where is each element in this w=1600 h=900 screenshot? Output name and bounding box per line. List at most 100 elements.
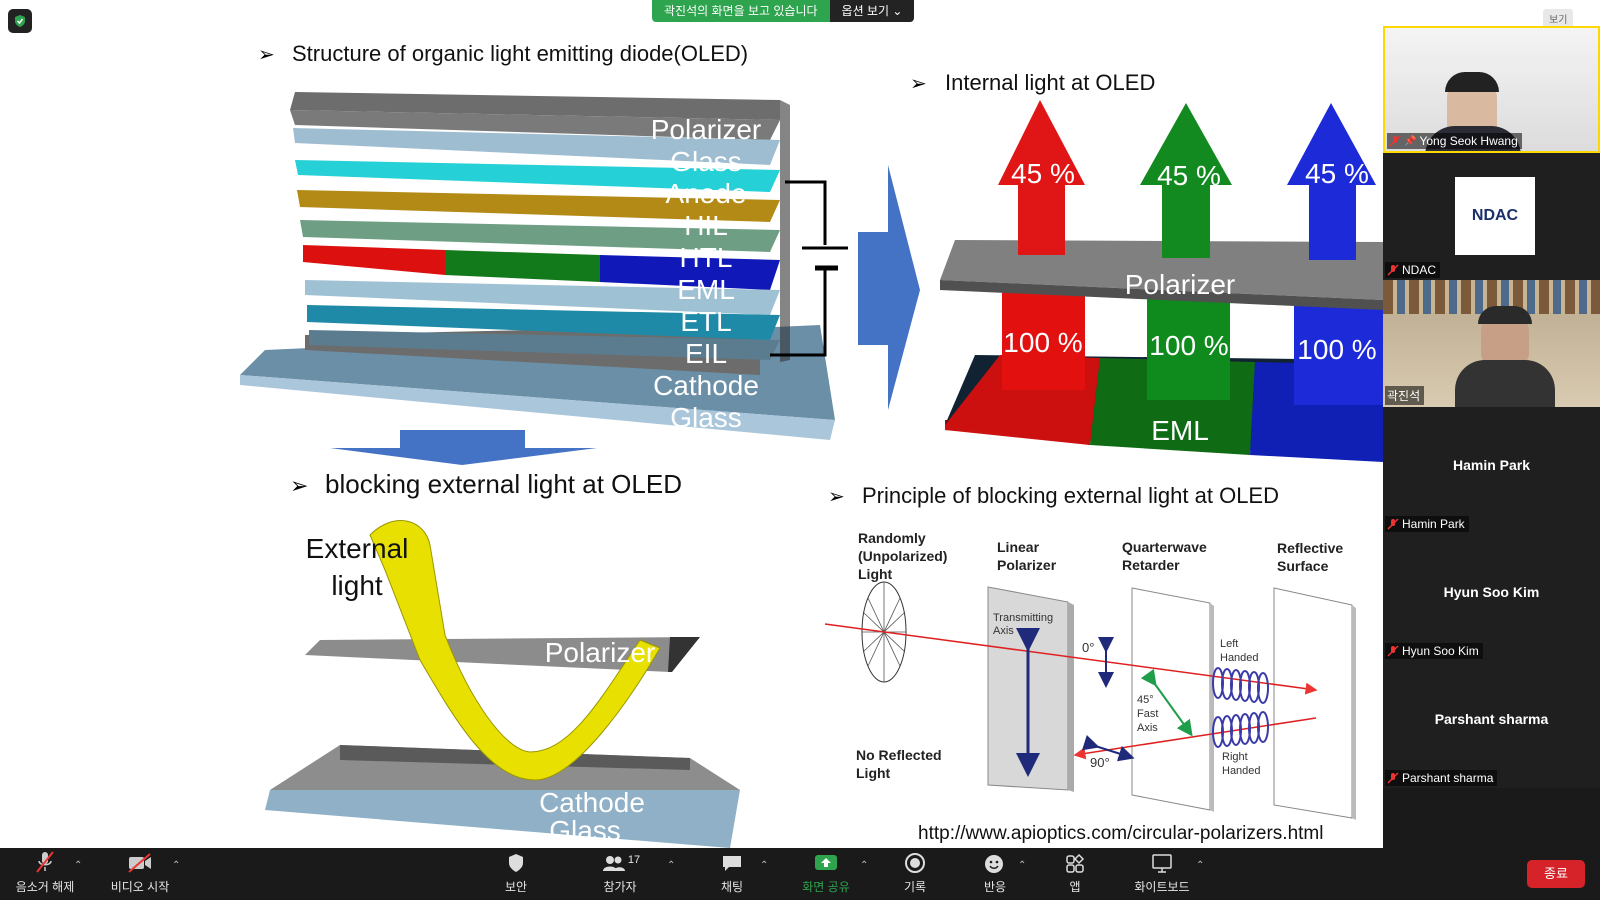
right-label: Right [1222, 751, 1248, 763]
record-label: 기록 [903, 880, 927, 894]
blocking-labels: External light Polarizer Cathode Glass [306, 533, 656, 846]
layer-label-glass: Glass [670, 146, 742, 177]
participant-name: Hyun Soo Kim [1402, 644, 1479, 658]
quarterwave-label: Quarterwave [1122, 539, 1207, 555]
principle-small-labels: Transmitting Axis Left Handed Right Hand… [993, 612, 1261, 777]
internal-eml-label: EML [1151, 415, 1209, 446]
percent-100-red: 100 % [1003, 327, 1082, 358]
polarizer-label-p: Polarizer [997, 557, 1057, 573]
linear-label: Linear [997, 539, 1040, 555]
chevron-up-icon[interactable]: ⌃ [172, 860, 181, 871]
fast-label: Fast [1137, 708, 1158, 720]
layer-label-eil: EIL [685, 338, 727, 369]
bullet-icon: ➢ [910, 73, 927, 95]
handed-left-label: Handed [1220, 652, 1259, 664]
whiteboard-icon [1152, 854, 1172, 873]
participant-tile[interactable]: NDAC NDAC [1383, 153, 1600, 280]
deg90-label: 90° [1090, 755, 1110, 770]
security-label: 보안 [504, 880, 528, 894]
share-screen-icon [815, 855, 837, 870]
chevron-up-icon[interactable]: ⌃ [74, 860, 83, 871]
pin-icon: 📌 [1404, 135, 1417, 147]
principle-diagram [824, 581, 1356, 820]
participant-name-tag: NDAC [1385, 262, 1441, 278]
participant-name: NDAC [1402, 263, 1437, 277]
layer-label-anode: Anode [666, 178, 747, 209]
layer-label-htl: HTL [680, 242, 733, 273]
chevron-up-icon[interactable]: ⌃ [860, 860, 869, 871]
axis2-label: Axis [1137, 722, 1158, 734]
participant-name: Parshant sharma [1402, 771, 1494, 785]
layer-label-etl: ETL [680, 306, 731, 337]
percent-100-green: 100 % [1149, 330, 1228, 361]
end-meeting-button[interactable]: 종료 [1527, 860, 1585, 888]
source-url: http://www.apioptics.com/circular-polari… [918, 823, 1323, 844]
chevron-up-icon[interactable]: ⌃ [1018, 860, 1027, 871]
randomly-label: Randomly [858, 530, 926, 546]
share-banner-message: 곽진석의 화면을 보고 있습니다 [652, 0, 830, 22]
section-title-structure: Structure of organic light emitting diod… [292, 41, 748, 66]
participant-tile[interactable]: 곽진석 [1383, 280, 1600, 407]
view-button[interactable]: 보기 [1543, 9, 1574, 28]
reflective-label: Reflective [1277, 540, 1343, 556]
reactions-button[interactable]: 반응 [975, 848, 1015, 900]
start-video-label: 비디오 시작 [110, 880, 170, 894]
blocking-glass-label: Glass [549, 815, 621, 846]
participant-tile[interactable]: Hamin Park Hamin Park [1383, 407, 1600, 534]
security-shield-icon[interactable] [8, 9, 32, 33]
layer-label-polarizer: Polarizer [651, 114, 761, 145]
mic-muted-icon [1387, 264, 1399, 276]
internal-light-diagram [940, 100, 1383, 462]
layer-labels: Polarizer Glass Anode HIL HTL EML ETL EI… [651, 114, 761, 433]
participant-name-tag: Hyun Soo Kim [1385, 643, 1483, 659]
whiteboard-button[interactable]: 화이트보드 [1130, 848, 1194, 900]
participants-button[interactable]: 17 참가자 [590, 848, 650, 900]
participant-name-tag: 곽진석 [1385, 386, 1425, 405]
participant-display-name: Hamin Park [1452, 457, 1531, 473]
chevron-up-icon[interactable]: ⌃ [1196, 860, 1205, 871]
section-title-blocking: blocking external light at OLED [325, 469, 682, 499]
bullet-icon: ➢ [828, 486, 845, 508]
layer-label-glass-bottom: Glass [670, 402, 742, 433]
chat-button[interactable]: 채팅 [712, 848, 752, 900]
reactions-label: 반응 [983, 880, 1007, 894]
person-body [1455, 360, 1555, 407]
layer-label-cathode: Cathode [653, 370, 759, 401]
participant-tile[interactable]: Parshant sharma Parshant sharma [1383, 661, 1600, 788]
security-button[interactable]: 보안 [496, 848, 536, 900]
share-screen-label: 화면 공유 [802, 880, 850, 894]
unpolarized-label: (Unpolarized) [858, 548, 947, 564]
participant-tile[interactable]: Hyun Soo Kim Hyun Soo Kim [1383, 534, 1600, 661]
whiteboard-label: 화이트보드 [1134, 880, 1190, 894]
principle-labels: Randomly (Unpolarized) Light Linear Pola… [856, 530, 1343, 781]
participant-name-tag: 📌 Yong Seok Hwang [1387, 133, 1522, 149]
unmute-label: 음소거 해제 [15, 880, 75, 894]
apps-button[interactable]: 앱 [1055, 848, 1095, 900]
percent-45-red: 45 % [1011, 158, 1075, 189]
person-hair [1478, 306, 1532, 324]
percent-45-green: 45 % [1157, 160, 1221, 191]
participant-tile[interactable]: 📌 Yong Seok Hwang [1383, 26, 1600, 153]
video-off-icon [128, 853, 151, 873]
surface-label: Surface [1277, 558, 1329, 574]
participant-name-tag: Parshant sharma [1385, 770, 1498, 786]
apps-label: 앱 [1069, 880, 1081, 894]
chat-icon [723, 856, 741, 871]
meeting-toolbar: 음소거 해제 ⌃ 비디오 시작 ⌃ 보안 17 참가자 ⌃ 채팅 ⌃ 화면 공유… [0, 848, 1600, 900]
unmute-button[interactable]: 음소거 해제 [12, 848, 78, 900]
record-button[interactable]: 기록 [895, 848, 935, 900]
blocking-cathode-label: Cathode [539, 787, 645, 818]
light-label-1: Light [858, 566, 893, 582]
chevron-up-icon[interactable]: ⌃ [760, 860, 769, 871]
no-reflected-label: No Reflected [856, 747, 942, 763]
chevron-up-icon[interactable]: ⌃ [667, 860, 676, 871]
transmitting-label: Transmitting [993, 612, 1053, 624]
start-video-button[interactable]: 비디오 시작 [105, 848, 175, 900]
view-options-button[interactable]: 옵션 보기 ⌄ [829, 0, 915, 22]
shield-icon [509, 854, 523, 872]
share-screen-button[interactable]: 화면 공유 [796, 848, 856, 900]
mic-muted-icon [36, 851, 54, 873]
chat-label: 채팅 [720, 880, 744, 894]
participant-name: 곽진석 [1387, 389, 1421, 403]
